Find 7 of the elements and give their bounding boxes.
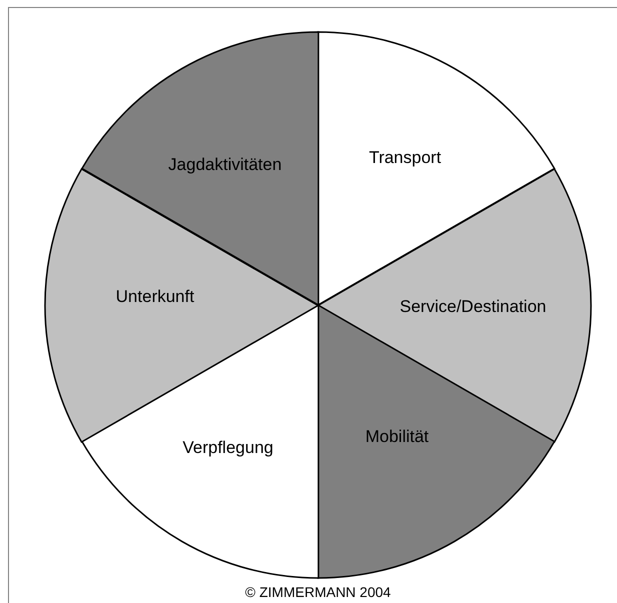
segment-label: Service/Destination — [400, 297, 546, 317]
segment-label: Transport — [368, 148, 442, 168]
segment-label: Unterkunft — [116, 287, 194, 307]
segment-label: Mobilität — [365, 427, 429, 447]
segment-label: Jagdaktivitäten — [168, 155, 282, 175]
copyright-note: © ZIMMERMANN 2004 — [245, 584, 391, 600]
segment-label: Verpflegung — [182, 438, 274, 458]
